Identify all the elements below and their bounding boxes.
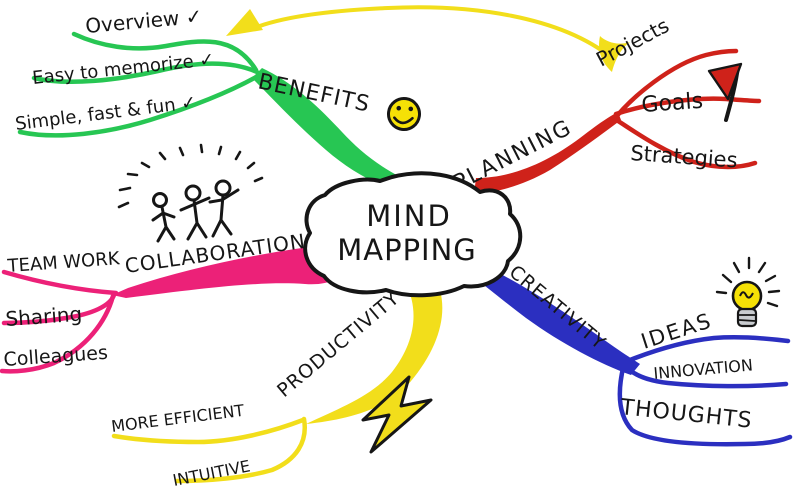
planning-child-strategies-label: Strategies — [630, 141, 739, 172]
planning-main-branch — [474, 112, 621, 194]
creativity-subbranch-innovation — [624, 365, 789, 389]
collaboration-main-branch — [112, 244, 334, 298]
creativity-subbranch-ideas — [627, 334, 791, 363]
creativity-child-thoughts-label: THOUGHTS — [618, 395, 753, 434]
creativity-subbranch-thoughts — [617, 361, 793, 447]
planning-subbranch-goals — [613, 96, 762, 117]
benefits-subbranch-memorize — [31, 61, 260, 84]
smiley-face-icon — [387, 97, 421, 131]
creativity-child-innovation-label: INNOVATION — [653, 355, 754, 383]
rays — [117, 143, 264, 209]
productivity-subbranch-intuitive — [174, 416, 307, 484]
stick-figures-icon — [117, 143, 264, 243]
bulb-rays — [715, 256, 781, 308]
benefits-subbranch-overview — [71, 31, 259, 73]
planning-subbranch-strategies — [612, 116, 758, 170]
center-title-line1: MIND — [366, 199, 452, 233]
planning-child-goals-label: Goals — [641, 89, 704, 118]
collaboration-child-teamwork-label: TEAM WORK — [6, 248, 122, 277]
productivity-main-branch — [306, 284, 443, 424]
center-title-line2: MAPPING — [337, 233, 477, 267]
center-topic: MIND MAPPING — [303, 171, 523, 298]
productivity-branch: PRODUCTIVITY MORE EFFICIENT INTUITIVE — [110, 284, 443, 490]
collaboration-branch: TEAM WORK Sharing Colleagues COLLABORATI… — [0, 143, 334, 374]
collaboration-subbranch-sharing — [1, 292, 117, 326]
benefits-main-branch — [252, 68, 426, 196]
lightning-bolt-icon — [361, 375, 433, 454]
collaboration-child-sharing-label: Sharing — [5, 302, 83, 331]
collaboration-subbranch-teamwork — [1, 269, 119, 296]
creativity-branch: CREATIVITY IDEAS INNOVATION THOUGHTS — [456, 256, 793, 447]
center-cloud-outline — [303, 171, 523, 298]
productivity-child-efficient-label: MORE EFFICIENT — [110, 401, 245, 436]
benefits-subbranch-simple — [17, 73, 261, 138]
arrow-head — [226, 9, 263, 36]
collaboration-subbranch-colleagues — [0, 293, 116, 374]
productivity-child-intuitive-label: INTUITIVE — [171, 456, 252, 490]
planning-subbranch-projects — [609, 48, 739, 125]
arrow-tail-flare — [599, 36, 630, 72]
productivity-subbranch-efficient — [111, 417, 306, 445]
creativity-main-branch — [456, 258, 640, 375]
benefits-child-overview-label: Overview ✓ — [84, 4, 203, 38]
red-flag-icon — [707, 62, 743, 122]
curved-arrow-icon — [226, 5, 630, 72]
collaboration-child-colleagues-label: Colleagues — [3, 342, 109, 371]
benefits-child-memorize-label: Easy to memorize ✓ — [31, 49, 215, 89]
benefits-branch: Overview ✓ Easy to memorize ✓ Simple, fa… — [14, 4, 426, 196]
light-bulb-icon — [715, 256, 781, 328]
arrow-curve — [250, 5, 614, 60]
